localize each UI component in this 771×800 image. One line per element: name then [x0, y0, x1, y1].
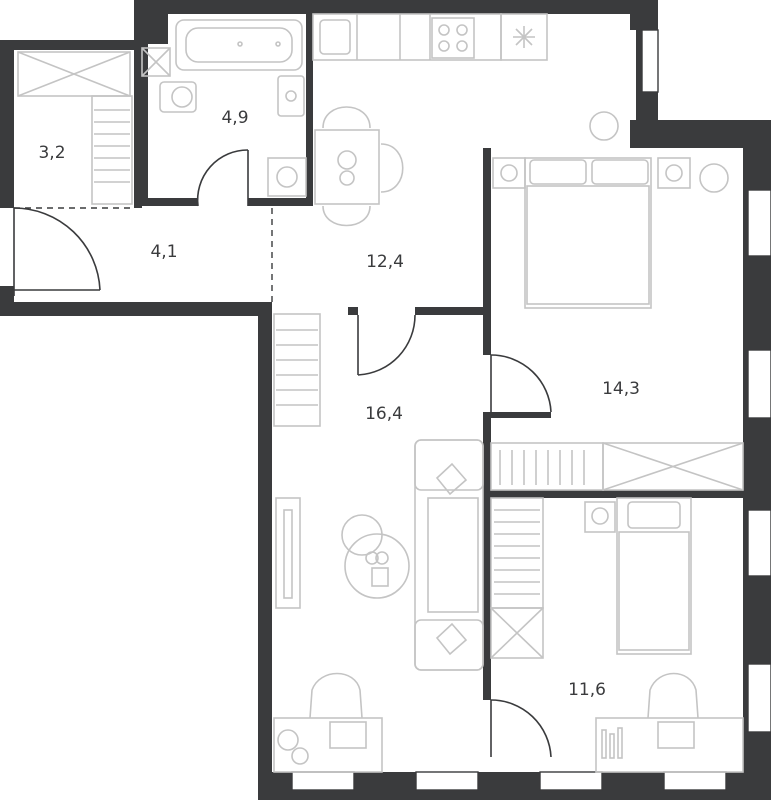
window-kitchen — [641, 29, 659, 93]
window-master-2 — [747, 349, 771, 419]
area-entry-hall: 4,1 — [150, 242, 177, 262]
furniture — [17, 13, 744, 773]
area-master-bedroom: 14,3 — [602, 379, 640, 399]
window-living-1 — [291, 771, 355, 791]
window-living-2 — [415, 771, 479, 791]
window-bedroom-2 — [747, 663, 771, 733]
window-bedroom-3 — [539, 771, 603, 791]
area-living-room: 16,4 — [365, 404, 403, 424]
area-labels: 3,2 4,9 4,1 12,4 14,3 16,4 11,6 — [38, 108, 639, 700]
area-bathroom: 4,9 — [221, 108, 248, 128]
window-bedroom-1 — [747, 509, 771, 577]
doors — [13, 149, 552, 758]
area-kitchen: 12,4 — [366, 252, 404, 272]
area-closet-left: 3,2 — [38, 143, 65, 163]
area-bedroom: 11,6 — [568, 680, 606, 700]
window-master-1 — [747, 189, 771, 257]
window-bedroom-4 — [663, 771, 727, 791]
